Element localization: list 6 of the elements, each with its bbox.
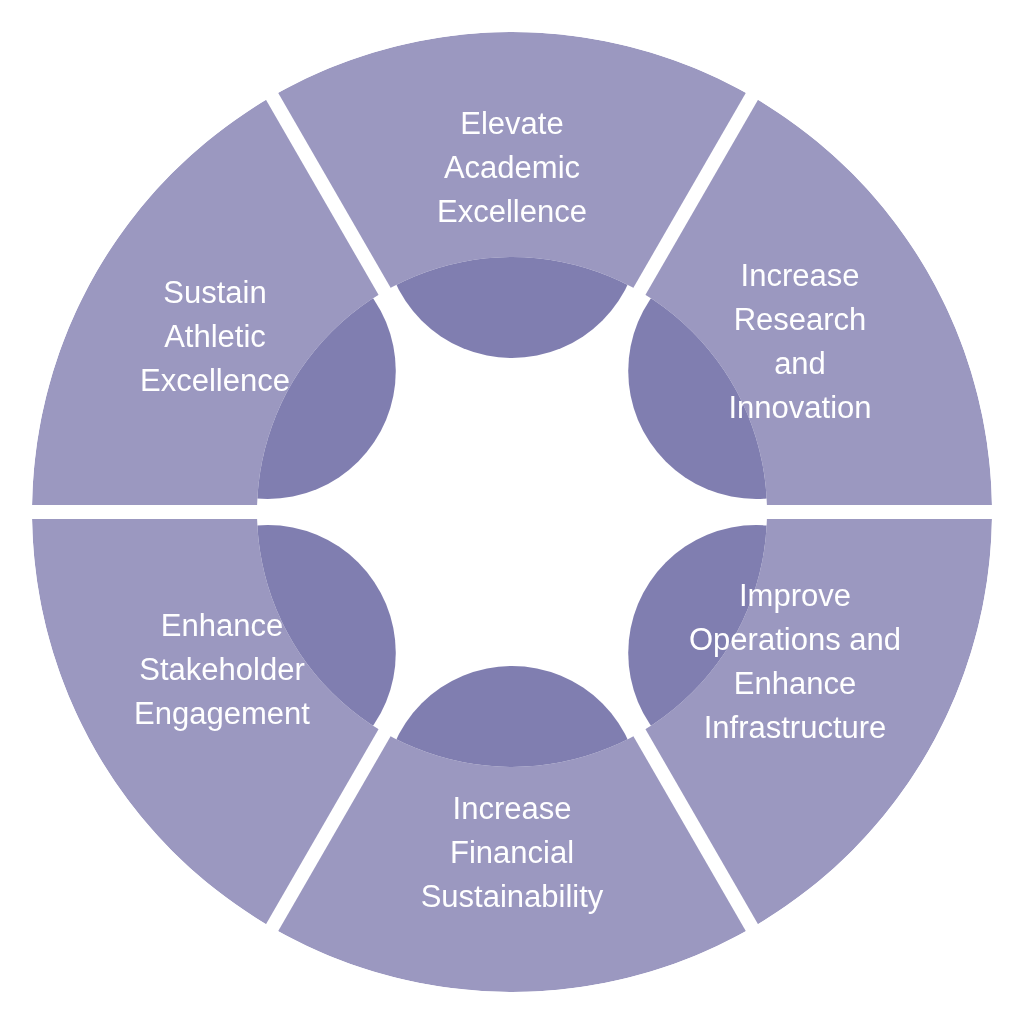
segment-label: Increase Financial Sustainability — [419, 790, 605, 916]
segment-label: Increase Research and Innovation — [727, 257, 873, 427]
segment-label: Sustain Athletic Excellence — [139, 274, 291, 400]
segment-label: Elevate Academic Excellence — [436, 105, 588, 231]
segment-label: Enhance Stakeholder Engagement — [133, 607, 311, 733]
segment-label: Improve Operations and Enhance Infrastructure — [688, 577, 902, 747]
